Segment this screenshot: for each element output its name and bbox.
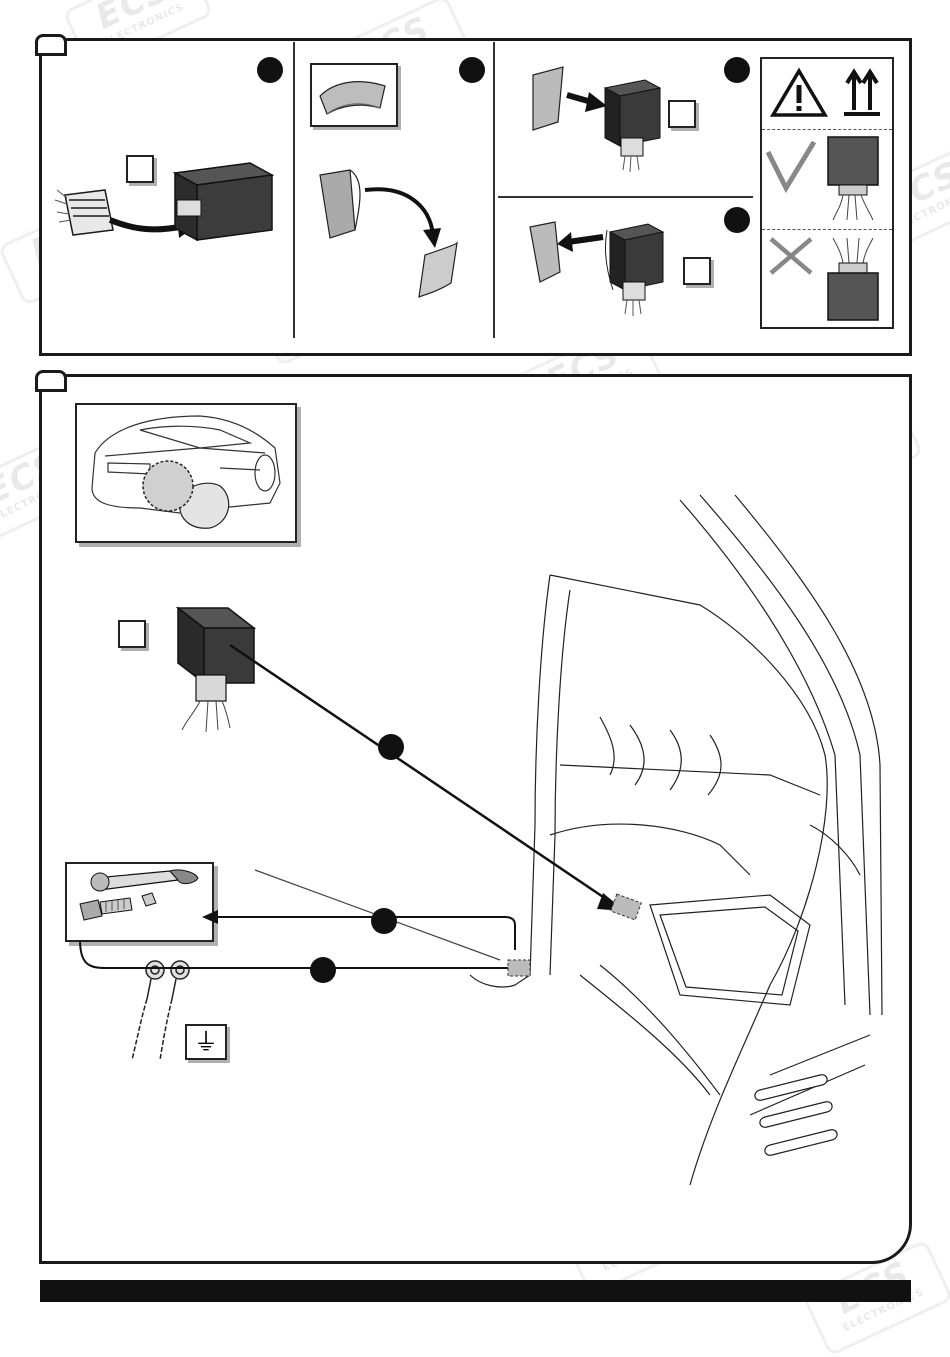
pad-to-module-illustration xyxy=(532,66,662,173)
callout-marker xyxy=(378,734,404,760)
module-upright-illustration xyxy=(827,136,879,221)
part-reference-box xyxy=(118,620,146,648)
remove-backing-illustration xyxy=(529,221,665,316)
panel-divider xyxy=(293,42,295,338)
callout-marker xyxy=(310,957,336,983)
vehicle-rear-illustration xyxy=(91,415,281,529)
legend-divider xyxy=(762,229,892,230)
ratchet-and-bolt-illustration xyxy=(79,869,199,921)
legend-divider xyxy=(762,129,892,130)
control-module-illustration xyxy=(172,162,275,242)
callout-marker xyxy=(724,57,750,83)
peel-backing-illustration xyxy=(319,169,458,298)
ground-eyelets-illustration xyxy=(131,960,190,1061)
cross-icon xyxy=(769,237,813,275)
callout-marker xyxy=(724,207,750,233)
part-reference-box xyxy=(126,155,154,183)
warning-triangle-icon xyxy=(769,67,829,117)
panel-divider xyxy=(498,196,753,198)
control-module-illustration xyxy=(175,606,257,733)
part-reference-box xyxy=(683,257,711,285)
callout-marker xyxy=(459,57,485,83)
callout-marker xyxy=(371,908,397,934)
step-number-tab xyxy=(35,34,67,56)
callout-marker xyxy=(257,57,283,83)
adhesive-pad-illustration xyxy=(319,81,386,115)
ground-symbol-box: ⏚ xyxy=(185,1024,227,1060)
ground-icon: ⏚ xyxy=(194,1028,218,1056)
checkmark-icon xyxy=(765,140,817,194)
page-footer-bar xyxy=(40,1280,911,1302)
this-way-up-arrows-icon xyxy=(844,68,880,116)
step-number-tab xyxy=(35,370,67,392)
part-reference-box xyxy=(668,100,696,128)
panel-divider xyxy=(493,42,495,338)
module-inverted-illustration xyxy=(827,237,879,321)
trunk-side-panel-illustration xyxy=(469,494,883,1186)
